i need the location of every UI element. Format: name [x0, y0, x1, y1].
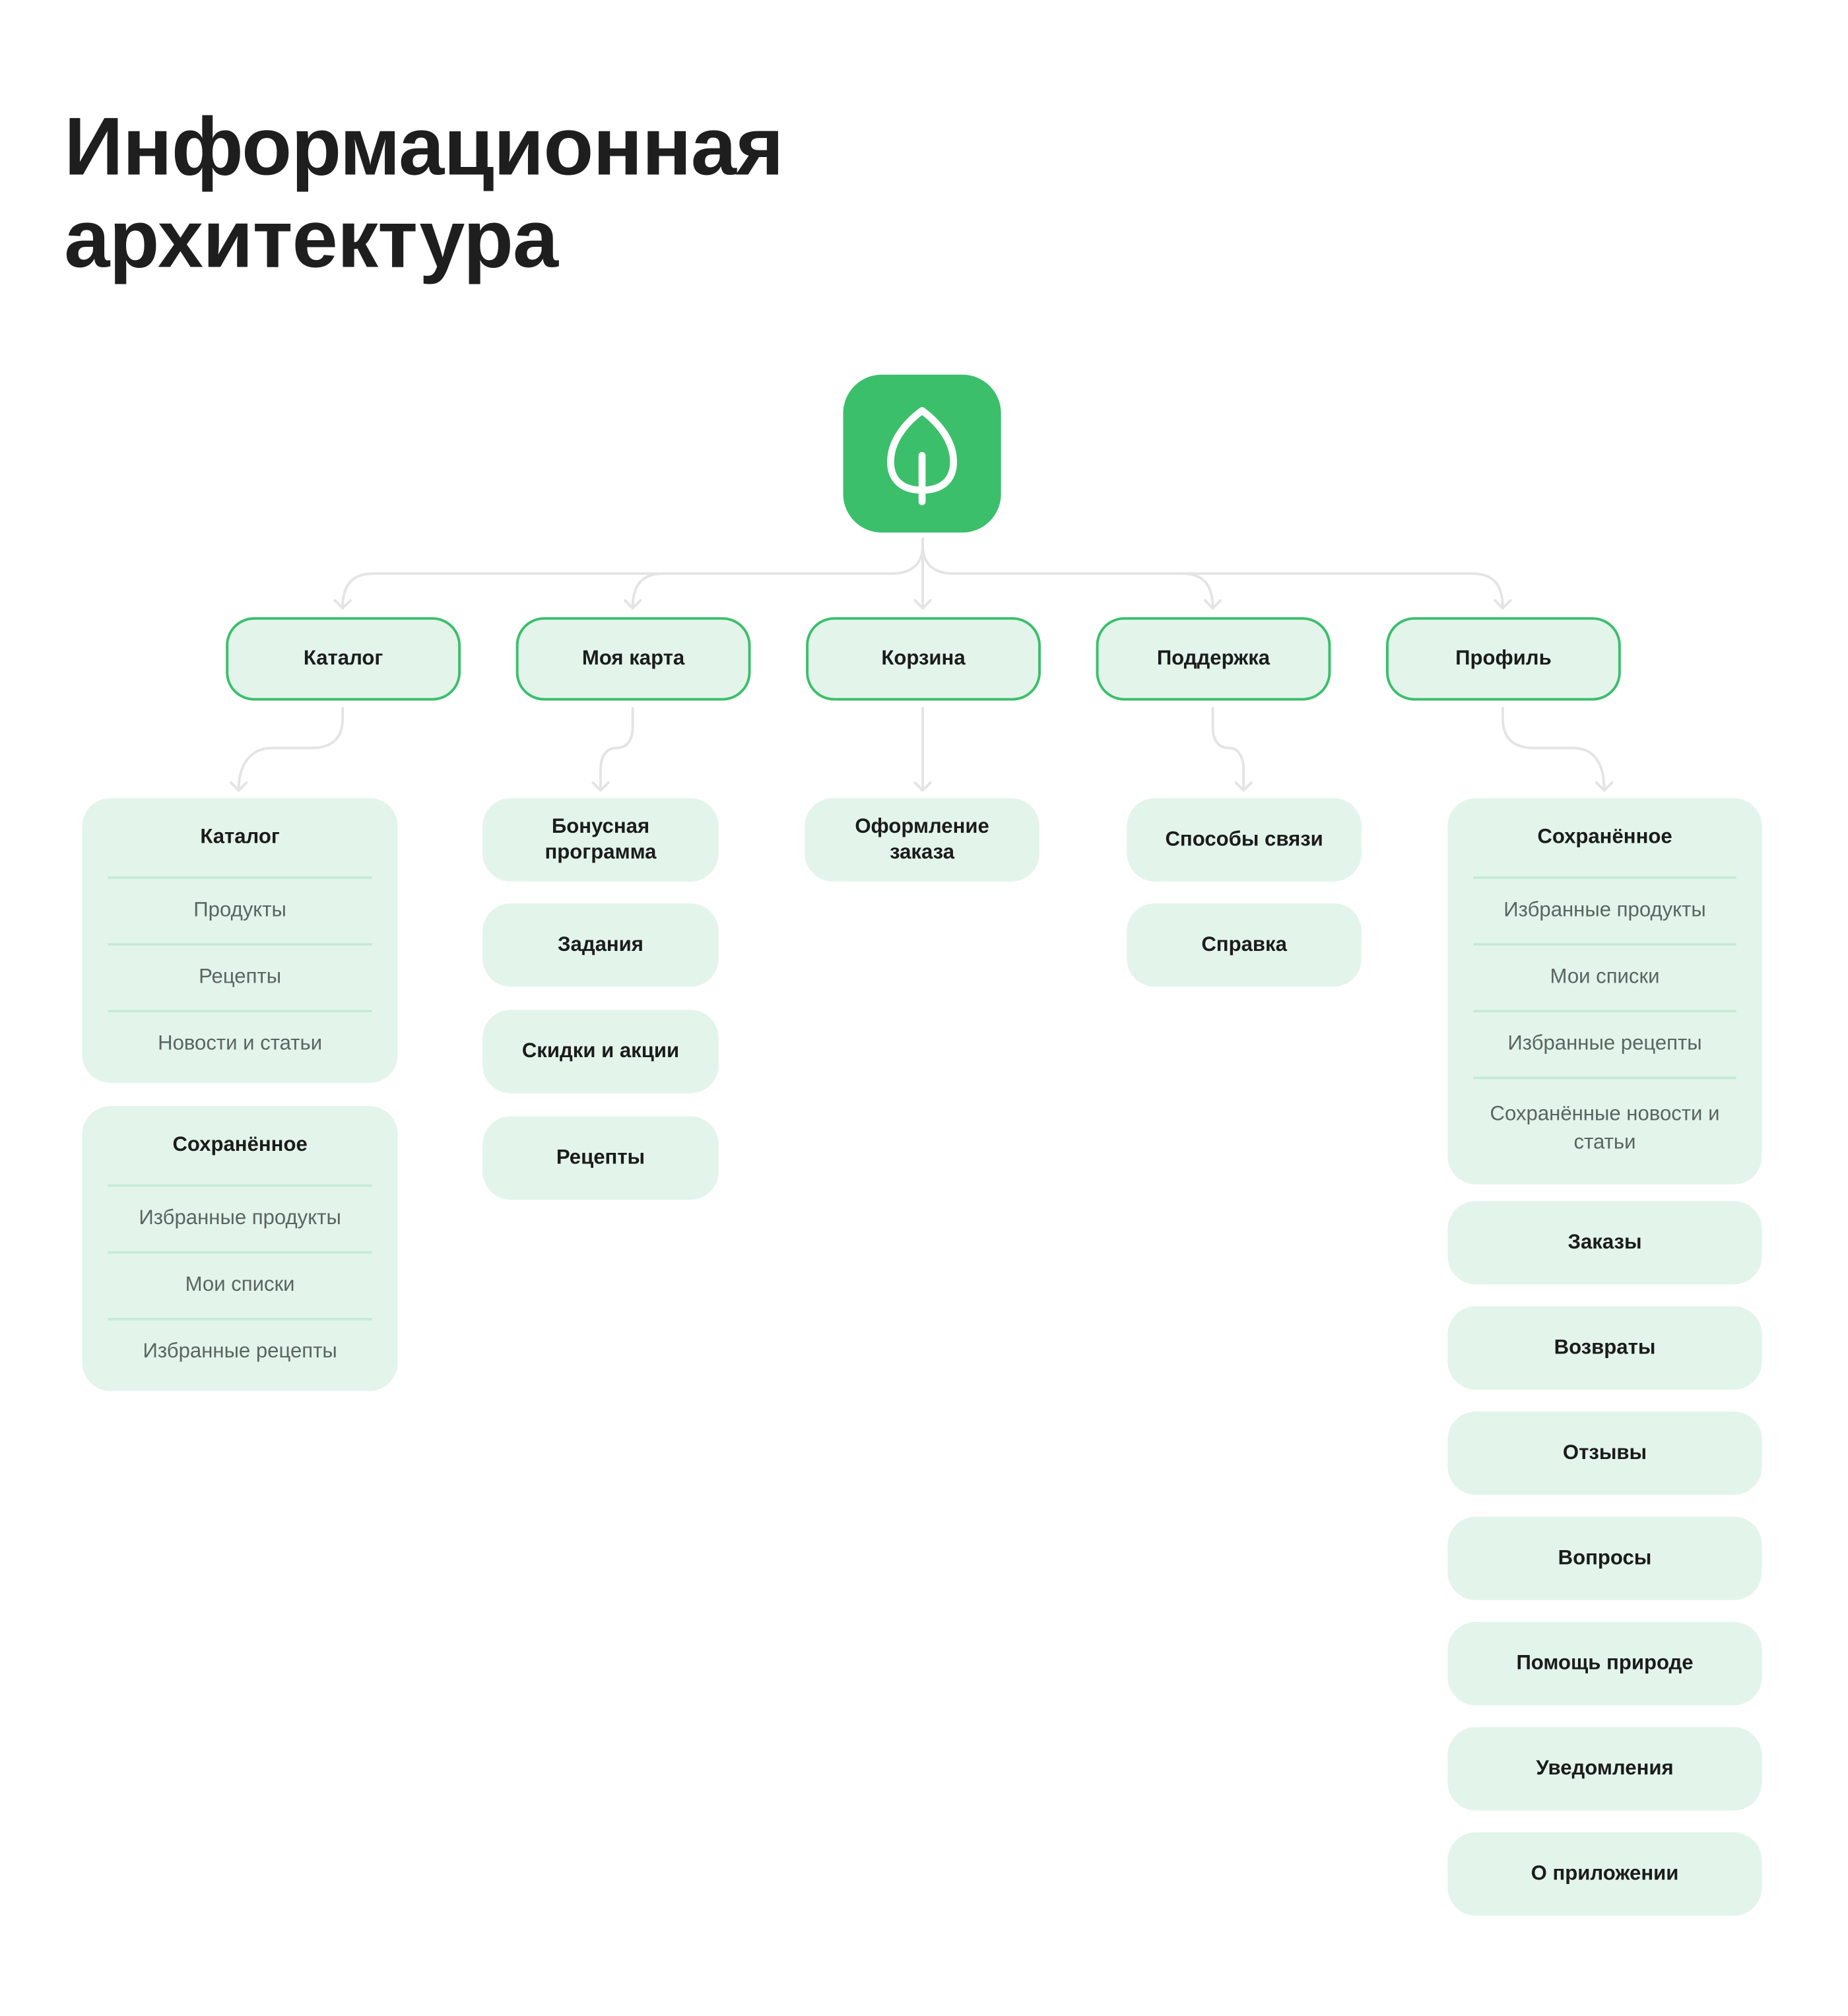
node-bonus-program[interactable]: Бонусная программа — [482, 798, 719, 882]
list-item[interactable]: Избранные рецепты — [1473, 1010, 1736, 1076]
connector-root-support — [1180, 572, 1214, 610]
node-about-app[interactable]: О приложении — [1447, 1832, 1762, 1916]
node-help[interactable]: Справка — [1127, 903, 1362, 987]
list-item[interactable]: Сохранённые новости и статьи — [1473, 1076, 1736, 1178]
title-line-1: Информационная — [64, 100, 783, 193]
list-item[interactable]: Мои списки — [108, 1251, 372, 1318]
node-orders[interactable]: Заказы — [1447, 1200, 1762, 1285]
connector-catalog — [237, 707, 345, 791]
group-header: Сохранённое — [172, 1133, 308, 1155]
node-contact-methods[interactable]: Способы связи — [1127, 798, 1362, 882]
node-checkout[interactable]: Оформление заказа — [805, 798, 1040, 882]
list-item-label: Сохранённые новости и статьи — [1490, 1103, 1720, 1154]
node-recipes[interactable]: Рецепты — [482, 1116, 719, 1200]
node-label: Оформление заказа — [855, 815, 989, 863]
connector-root-card — [631, 572, 665, 610]
group-header: Каталог — [200, 826, 280, 848]
node-returns[interactable]: Возвраты — [1447, 1306, 1762, 1390]
connector-support — [1211, 707, 1245, 791]
connector-profile — [1501, 707, 1606, 791]
list-item[interactable]: Рецепты — [108, 943, 372, 1010]
connector-root-profile — [921, 544, 1504, 610]
node-catalog[interactable]: Каталог — [226, 617, 461, 701]
node-profile[interactable]: Профиль — [1385, 617, 1621, 701]
leaf-icon — [887, 406, 958, 505]
list-item[interactable]: Избранные продукты — [108, 1184, 372, 1251]
list-item[interactable]: Новости и статьи — [108, 1010, 372, 1076]
node-label: Бонусная программа — [544, 815, 657, 863]
node-cart[interactable]: Корзина — [806, 617, 1041, 701]
connector-card — [599, 707, 634, 791]
node-questions[interactable]: Вопросы — [1447, 1516, 1762, 1600]
node-reviews[interactable]: Отзывы — [1447, 1411, 1762, 1495]
title-line-2: архитектура — [64, 192, 558, 285]
node-my-card[interactable]: Моя карта — [515, 617, 751, 701]
node-help-nature[interactable]: Помощь природе — [1447, 1621, 1762, 1706]
node-support[interactable]: Поддержка — [1096, 617, 1331, 701]
app-logo — [843, 374, 1001, 533]
node-tasks[interactable]: Задания — [482, 903, 719, 987]
list-item[interactable]: Продукты — [108, 876, 372, 943]
node-notifications[interactable]: Уведомления — [1447, 1727, 1762, 1811]
catalog-group: Каталог Продукты Рецепты Новости и стать… — [82, 798, 398, 1084]
connector-root-catalog — [341, 537, 924, 610]
profile-saved-group: Сохранённое Избранные продукты Мои списк… — [1447, 798, 1762, 1185]
saved-group: Сохранённое Избранные продукты Мои списк… — [82, 1106, 398, 1391]
list-item[interactable]: Мои списки — [1473, 943, 1736, 1010]
list-item[interactable]: Избранные продукты — [1473, 876, 1736, 943]
node-discounts[interactable]: Скидки и акции — [482, 1010, 719, 1093]
list-item[interactable]: Избранные рецепты — [108, 1317, 372, 1384]
group-header: Сохранённое — [1537, 826, 1672, 848]
